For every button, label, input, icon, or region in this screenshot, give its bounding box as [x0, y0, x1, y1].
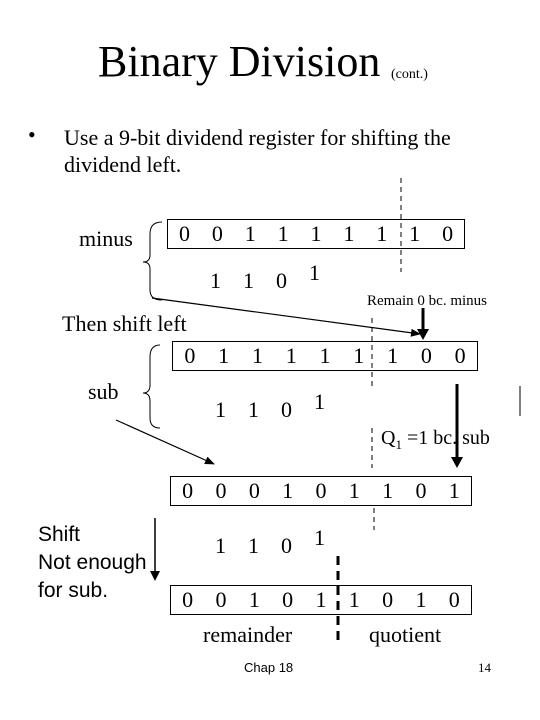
divisor-bit: 1 [309, 260, 320, 285]
reg1-bit: 1 [343, 221, 355, 246]
label-shift-line3: for sub. [38, 579, 109, 602]
reg2-bit: 1 [319, 343, 331, 368]
divisor-bit: 1 [215, 533, 226, 558]
divisor-bit: 1 [210, 268, 221, 293]
label-then-shift-left: Then shift left [62, 311, 187, 336]
reg1-bit: 0 [442, 221, 454, 246]
divisor-row-2: 1 1 0 1 [204, 391, 336, 421]
reg1-bit: 1 [376, 221, 388, 246]
divisor-row-1: 1 1 0 1 [199, 262, 331, 292]
reg3-bit: 0 [248, 478, 260, 503]
brace-sub [142, 344, 161, 429]
reg4-bit: 0 [282, 587, 294, 612]
label-shift-line1: Shift [38, 523, 81, 546]
divisor-row-3: 1 1 0 1 [204, 527, 336, 557]
reg3-bit: 1 [382, 478, 394, 503]
reg4-bit: 0 [182, 587, 194, 612]
register-row-1: 0 0 1 1 1 1 1 1 0 [167, 219, 465, 249]
reg4-bit: 0 [382, 587, 394, 612]
label-minus: minus [79, 226, 133, 251]
divisor-bit: 1 [248, 397, 259, 422]
label-shift-line2: Not enough [38, 551, 147, 574]
reg3-bit: 1 [348, 478, 360, 503]
divisor-bit: 1 [215, 397, 226, 422]
divisor-bit: 0 [281, 533, 292, 558]
label-q1-note: Q1 =1 bc. sub [381, 428, 490, 451]
reg1-bit: 1 [310, 221, 322, 246]
divisor-bit: 1 [314, 389, 325, 414]
slide-title-suffix: (cont.) [391, 67, 428, 82]
reg2-bit: 0 [184, 343, 196, 368]
footer-chapter: Chap 18 [244, 660, 294, 675]
reg3-bit: 0 [415, 478, 427, 503]
divisor-bit: 0 [276, 268, 287, 293]
reg4-bit: 1 [315, 587, 327, 612]
q-prefix: Q [381, 427, 396, 449]
reg1-bit: 1 [409, 221, 421, 246]
divisor-bit: 1 [314, 525, 325, 550]
arrow-minus-to-shift [151, 297, 421, 337]
bullet-text: Use a 9-bit dividend register for shifti… [64, 125, 451, 177]
register-row-4: 0 0 1 0 1 1 0 1 0 [170, 585, 472, 615]
footer-page-number: 14 [478, 660, 491, 675]
label-quotient: quotient [369, 622, 442, 647]
reg1-bit: 1 [244, 221, 256, 246]
reg2-bit: 1 [251, 343, 263, 368]
reg1-bit: 0 [178, 221, 190, 246]
reg2-bit: 1 [353, 343, 365, 368]
bullet-icon: • [28, 122, 36, 147]
label-remain-note: Remain 0 bc. minus [367, 293, 487, 309]
reg3-bit: 0 [315, 478, 327, 503]
divisor-bit: 1 [248, 533, 259, 558]
reg3-bit: 0 [182, 478, 194, 503]
reg1-bit: 1 [277, 221, 289, 246]
register-row-2: 0 1 1 1 1 1 1 0 0 [172, 341, 478, 371]
label-shift-note: Shift Not enough for sub. [38, 521, 147, 605]
arrow-sub-to-result [115, 419, 215, 465]
reg2-bit: 0 [420, 343, 432, 368]
reg4-bit: 0 [215, 587, 227, 612]
q-rest: =1 bc. sub [401, 427, 490, 449]
arrow-q1-head [451, 457, 463, 468]
reg4-bit: 1 [415, 587, 427, 612]
reg4-bit: 1 [248, 587, 260, 612]
reg2-bit: 0 [454, 343, 466, 368]
divisor-bit: 1 [243, 268, 254, 293]
label-remainder: remainder [203, 622, 293, 647]
divisor-bit: 0 [281, 397, 292, 422]
reg4-bit: 1 [348, 587, 360, 612]
reg3-bit: 0 [215, 478, 227, 503]
label-sub: sub [88, 379, 119, 404]
arrow-remain-head [417, 329, 429, 340]
slide-title: Binary Division [98, 37, 381, 86]
arrow-shift-head [150, 571, 160, 581]
reg3-bit: 1 [448, 478, 460, 503]
reg1-bit: 0 [211, 221, 223, 246]
reg4-bit: 0 [448, 587, 460, 612]
reg2-bit: 1 [218, 343, 230, 368]
reg3-bit: 1 [282, 478, 294, 503]
q-subscript: 1 [395, 437, 402, 452]
reg2-bit: 1 [285, 343, 297, 368]
reg2-bit: 1 [387, 343, 399, 368]
register-row-3: 0 0 0 1 0 1 1 0 1 [170, 476, 472, 506]
brace-minus [142, 221, 163, 301]
